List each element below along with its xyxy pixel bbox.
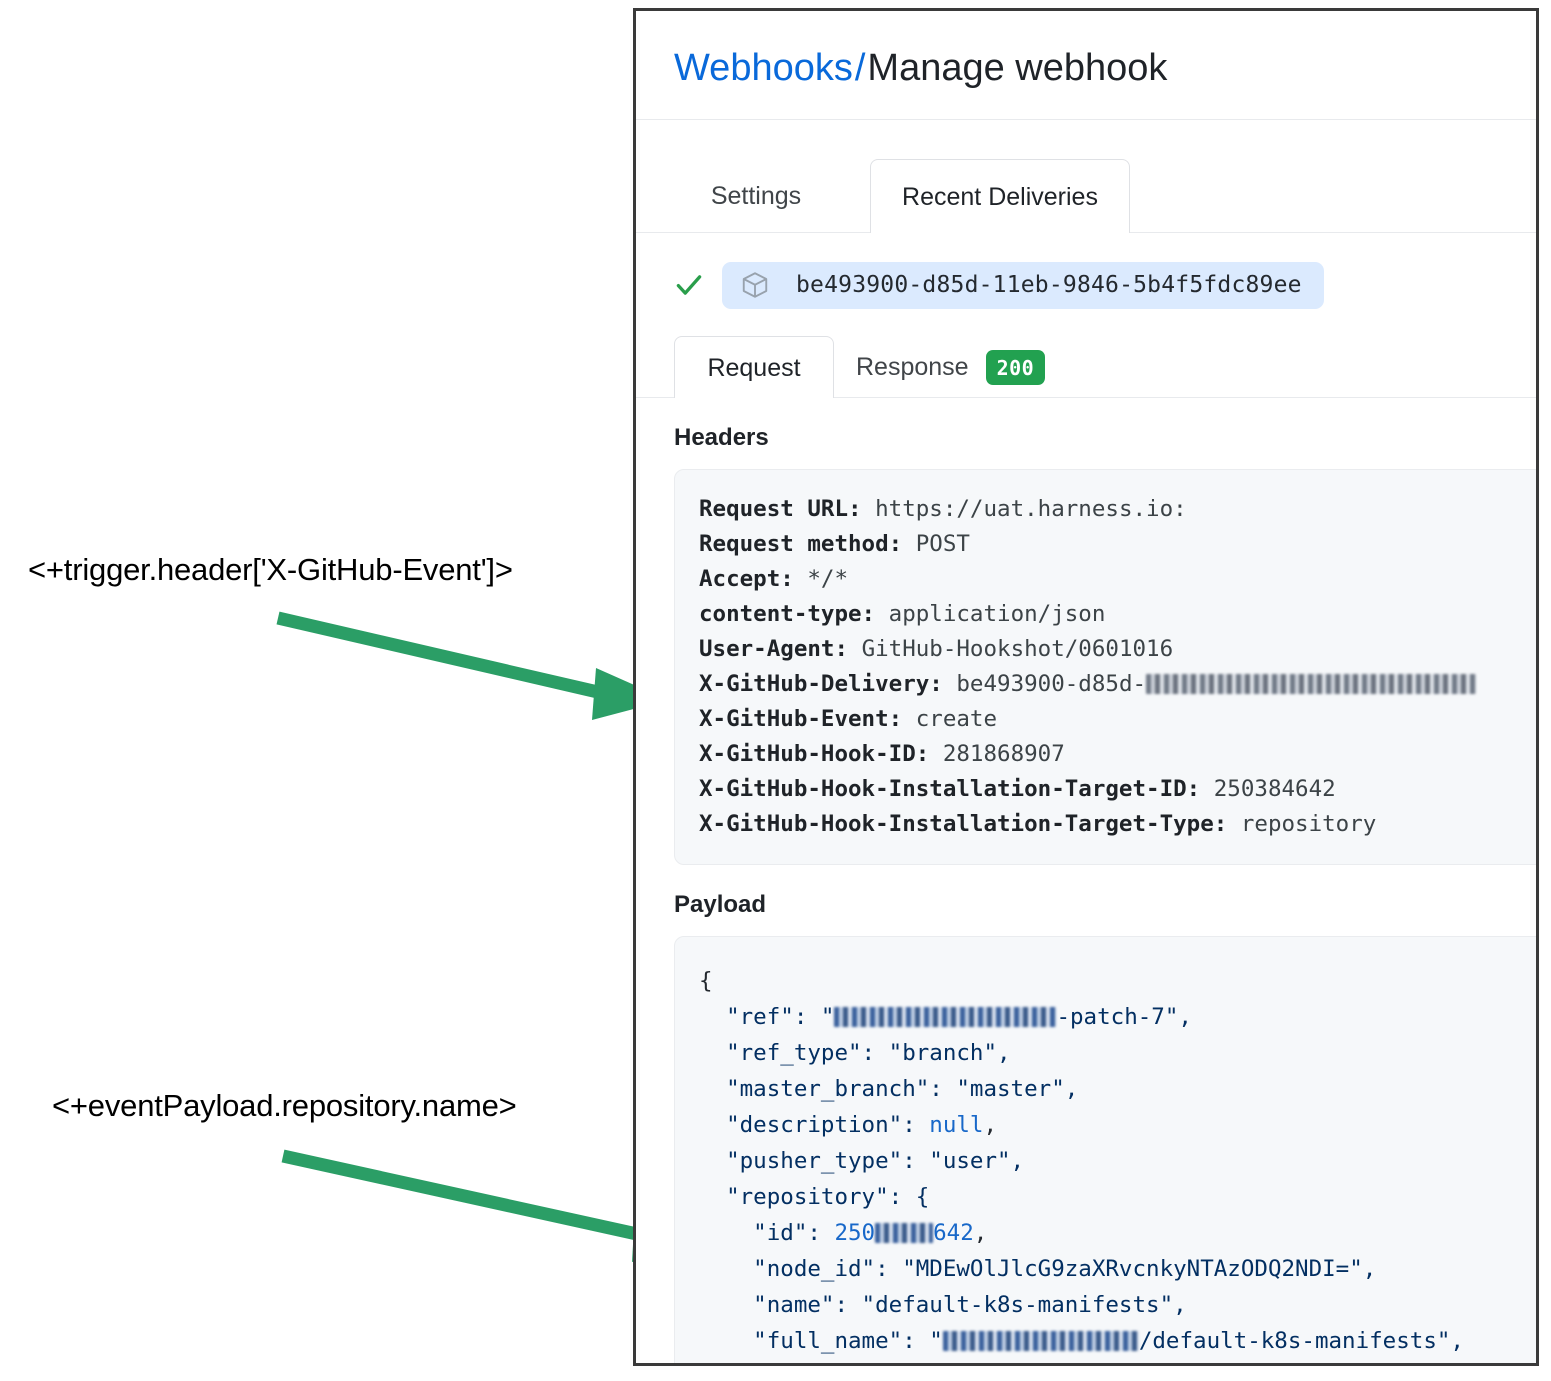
header-key: Request method:	[699, 531, 903, 557]
payload-code-box: { "ref": " -patch-7", "ref_type": "branch…	[674, 936, 1536, 1363]
breadcrumb-separator: /	[854, 47, 866, 89]
payload-line: "pusher_type": "user",	[699, 1148, 1025, 1174]
header-divider	[636, 119, 1536, 120]
tab-settings[interactable]: Settings	[710, 182, 802, 210]
payload-line-prefix: "full_name": "	[699, 1328, 943, 1354]
breadcrumb: Webhooks/Manage webhook	[674, 11, 1536, 119]
header-line: content-type: application/json	[699, 597, 1536, 632]
header-key: User-Agent:	[699, 636, 849, 662]
annotation-arrow-header-expression	[276, 611, 668, 720]
payload-line: "ref_type": "branch",	[699, 1040, 1011, 1066]
header-value: be493900-d85d-	[956, 671, 1147, 697]
payload-line: "master_branch": "master",	[699, 1076, 1079, 1102]
page-title: Manage webhook	[867, 47, 1168, 89]
header-value: repository	[1240, 811, 1377, 837]
inner-tabs-underline	[636, 397, 1536, 398]
header-value: GitHub-Hookshot/0601016	[861, 636, 1174, 662]
header-value: application/json	[888, 601, 1106, 627]
header-key: X-GitHub-Hook-ID:	[699, 741, 930, 767]
redacted-username	[834, 1007, 1057, 1027]
payload-line-prefix: "ref": "	[699, 1004, 835, 1030]
tab-response[interactable]: Response 200	[856, 336, 1046, 398]
headers-code-box: Request URL: https://uat.harness.io: Req…	[674, 469, 1536, 865]
redacted-owner-name	[942, 1331, 1139, 1351]
header-line: Request URL: https://uat.harness.io:	[699, 492, 1536, 527]
delivery-id-text: be493900-d85d-11eb-9846-5b4f5fdc89ee	[796, 272, 1302, 298]
payload-line: "description": null,	[699, 1112, 998, 1138]
payload-line: {	[699, 968, 713, 994]
header-line: X-GitHub-Delivery: be493900-d85d-	[699, 667, 1536, 702]
header-value: create	[915, 706, 998, 732]
header-line: User-Agent: GitHub-Hookshot/0601016	[699, 632, 1536, 667]
header-value: */*	[807, 566, 849, 592]
header-line: X-GitHub-Hook-Installation-Target-ID: 25…	[699, 772, 1536, 807]
header-line: X-GitHub-Hook-Installation-Target-Type: …	[699, 807, 1536, 842]
payload-line: "private": true,	[699, 1359, 1536, 1363]
annotation-label-payload-expression: <+eventPayload.repository.name>	[52, 1088, 517, 1123]
status-badge: 200	[985, 349, 1046, 385]
webhook-panel: Webhooks/Manage webhook Settings Recent …	[633, 8, 1539, 1366]
header-value: 281868907	[942, 741, 1065, 767]
headers-section-title: Headers	[674, 424, 769, 451]
cube-icon	[742, 272, 768, 298]
header-line: Accept: */*	[699, 562, 1536, 597]
header-key: Accept:	[699, 566, 794, 592]
payload-section-title: Payload	[674, 891, 767, 918]
payload-line: "repository": {	[699, 1184, 930, 1210]
payload-line: "ref": " -patch-7",	[699, 999, 1536, 1035]
header-key: X-GitHub-Hook-Installation-Target-Type:	[699, 811, 1228, 837]
payload-line: "name": "default-k8s-manifests",	[699, 1292, 1187, 1318]
tab-response-label: Response	[856, 353, 969, 381]
header-key: X-GitHub-Event:	[699, 706, 903, 732]
redacted-repo-id	[875, 1223, 934, 1243]
payload-line-suffix: /default-k8s-manifests",	[1138, 1328, 1464, 1354]
payload-line: "full_name": " /default-k8s-manifests",	[699, 1323, 1536, 1359]
header-line: X-GitHub-Event: create	[699, 702, 1536, 737]
breadcrumb-link-webhooks[interactable]: Webhooks	[674, 47, 853, 89]
header-key: X-GitHub-Hook-Installation-Target-ID:	[699, 776, 1201, 802]
payload-line: "node_id": "MDEwOlJlcG9zaXRvcnkyNTAzODQ2…	[699, 1256, 1377, 1282]
header-key: X-GitHub-Delivery:	[699, 671, 943, 697]
check-icon	[676, 275, 702, 295]
webhook-tabs: Settings Recent Deliveries	[636, 159, 1536, 233]
header-line: X-GitHub-Hook-ID: 281868907	[699, 737, 1536, 772]
header-value: POST	[915, 531, 970, 557]
tab-recent-deliveries[interactable]: Recent Deliveries	[870, 159, 1130, 233]
delivery-id-pill[interactable]: be493900-d85d-11eb-9846-5b4f5fdc89ee	[722, 261, 1324, 309]
header-key: content-type:	[699, 601, 876, 627]
header-value: https://uat.harness.io:	[875, 496, 1187, 522]
header-key: Request URL:	[699, 496, 862, 522]
payload-line-suffix: -patch-7",	[1056, 1004, 1192, 1030]
delivery-row: be493900-d85d-11eb-9846-5b4f5fdc89ee	[674, 260, 1536, 310]
header-line: Request method: POST	[699, 527, 1536, 562]
redacted-delivery-id	[1146, 674, 1477, 694]
tab-request[interactable]: Request	[674, 336, 834, 398]
request-response-tabs: Request Response 200	[636, 336, 1536, 398]
header-value: 250384642	[1213, 776, 1336, 802]
annotation-label-header-expression: <+trigger.header['X-GitHub-Event']>	[28, 552, 513, 587]
